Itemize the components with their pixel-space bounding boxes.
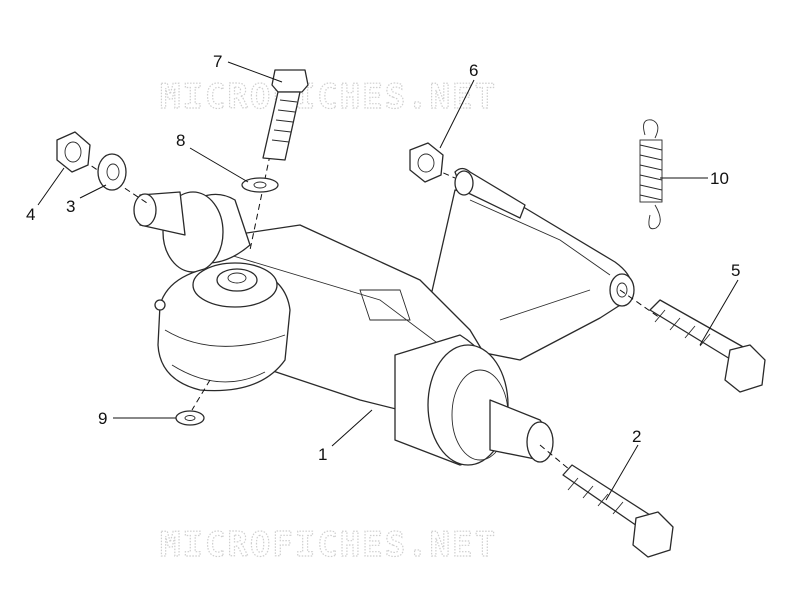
callout-8: 8	[176, 131, 185, 150]
callout-5: 5	[731, 261, 740, 280]
watermark-top: MICROFICHES.NET	[160, 77, 497, 117]
nut-6	[409, 142, 444, 183]
bolt-5	[649, 299, 766, 393]
callout-9: 9	[98, 409, 107, 428]
bolt-2	[562, 464, 674, 558]
watermark-bottom: MICROFICHES.NET	[160, 525, 497, 565]
callout-1: 1	[318, 445, 327, 464]
spring-10	[639, 119, 663, 230]
callout-7: 7	[213, 52, 222, 71]
callout-2: 2	[632, 427, 641, 446]
callout-6: 6	[469, 61, 478, 80]
washer-8	[241, 177, 279, 193]
swing-arm	[133, 167, 635, 466]
callout-4: 4	[26, 205, 35, 224]
washer-3	[97, 153, 127, 191]
nut-4	[56, 131, 91, 173]
callout-3: 3	[66, 197, 75, 216]
callout-10: 10	[710, 169, 729, 188]
bolt-7	[262, 69, 309, 161]
washer-9	[175, 410, 205, 426]
